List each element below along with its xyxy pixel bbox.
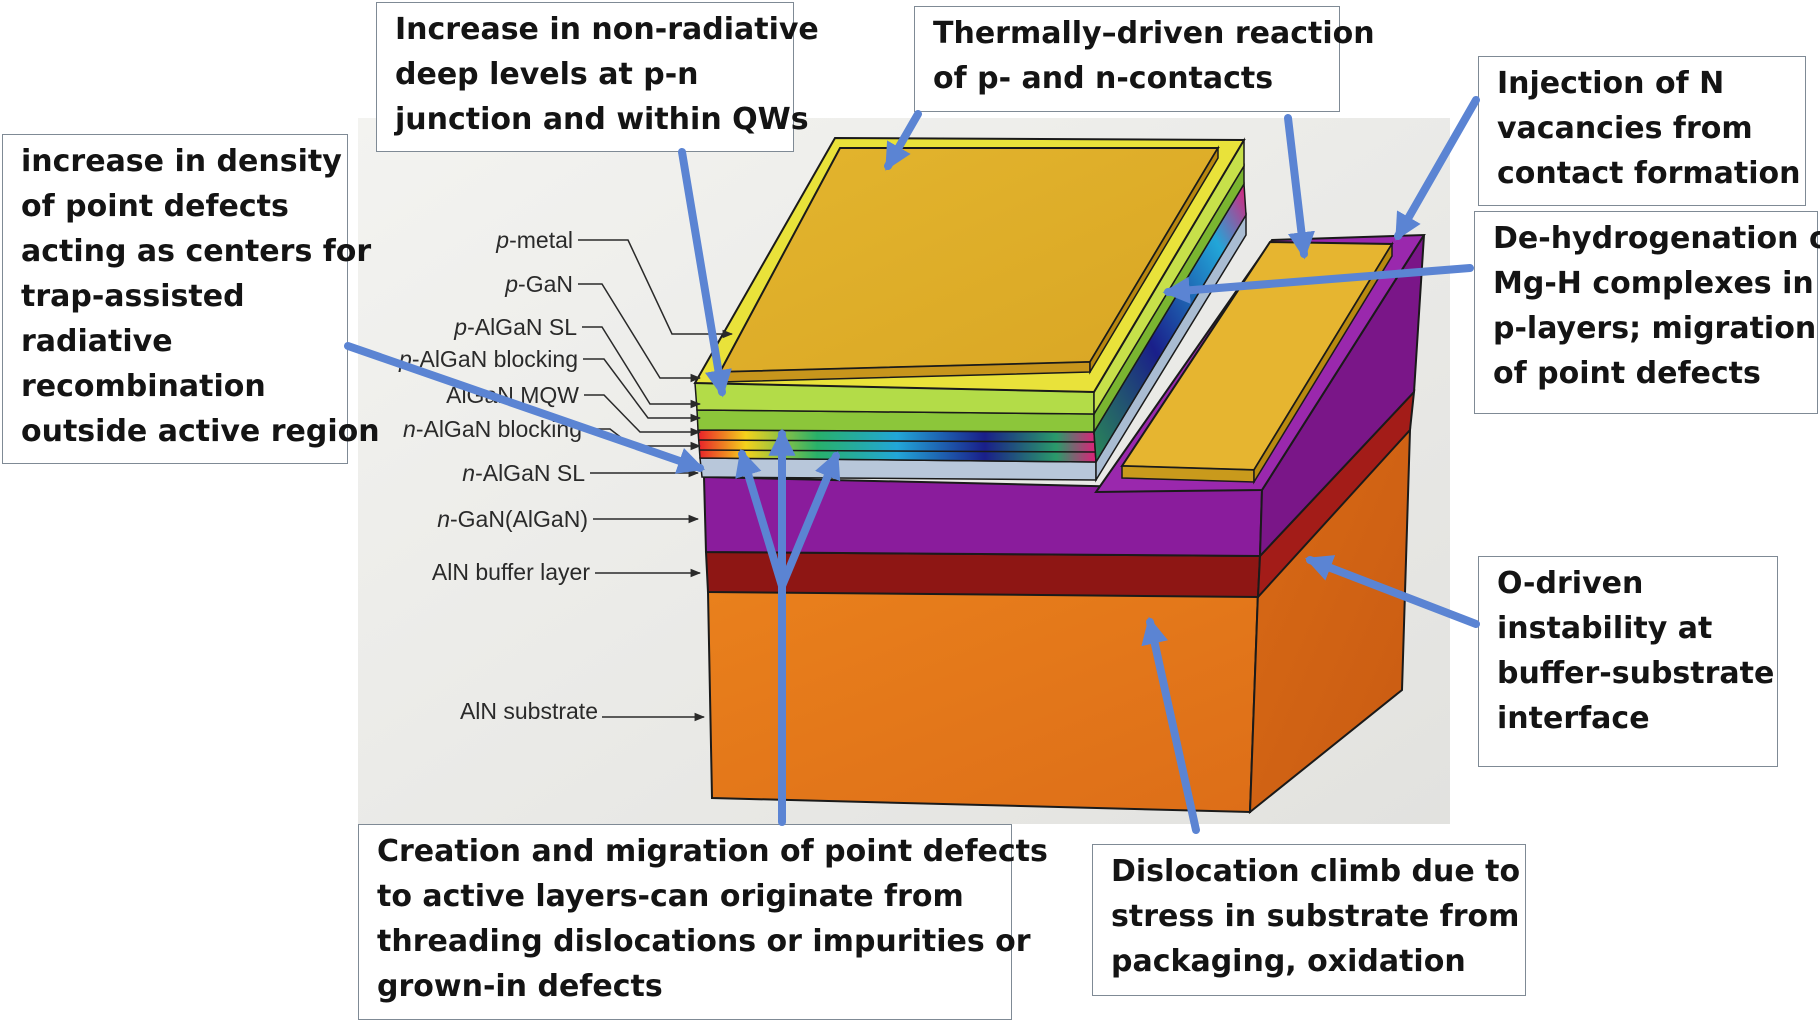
callout-line: radiative (21, 324, 173, 359)
callout-line: interface (1497, 701, 1650, 736)
callout-line: De-hydrogenation of (1493, 221, 1820, 256)
callout-line: trap-assisted (21, 279, 245, 314)
aln-substrate-front (706, 591, 1260, 814)
callout-line: of p- and n-contacts (933, 61, 1274, 96)
callout-line: grown-in defects (377, 969, 663, 1004)
callout-line: recombination (21, 369, 266, 404)
label-p-metal: p-metal (495, 227, 573, 253)
callout-creation-migration: Creation and migration of point defects … (358, 824, 1048, 1020)
label-n-gan-algan: n-GaN(AlGaN) (437, 506, 588, 532)
label-n-algan-sl: n-AlGaN SL (462, 460, 585, 486)
callout-dislocation-climb: Dislocation climb due to stress in subst… (1092, 844, 1526, 996)
callout-line: contact formation (1497, 156, 1801, 191)
label-aln-buffer: AlN buffer layer (432, 559, 590, 585)
callout-line: acting as centers for (21, 234, 372, 269)
callout-thermal-reaction: Thermally–driven reaction of p- and n-co… (914, 6, 1375, 112)
callout-line: of point defects (1493, 356, 1761, 391)
callout-line: to active layers-can originate from (377, 879, 964, 914)
callout-line: outside active region (21, 414, 380, 449)
callout-line: Mg-H complexes in (1493, 266, 1814, 301)
callout-line: instability at (1497, 611, 1713, 646)
label-algan-mqw: AlGaN MQW (446, 382, 579, 408)
label-p-algan-blocking: p-AlGaN blocking (398, 346, 578, 372)
callout-line: of point defects (21, 189, 289, 224)
callout-line: Dislocation climb due to (1111, 854, 1521, 889)
callout-line: Injection of N (1497, 66, 1725, 101)
callout-line: Thermally–driven reaction (933, 16, 1375, 51)
callout-deep-levels: Increase in non-radiative deep levels at… (376, 2, 819, 152)
label-aln-substrate: AlN substrate (460, 698, 598, 724)
callout-line: stress in substrate from (1111, 899, 1520, 934)
callout-dehydrogenation: De-hydrogenation of Mg-H complexes in p-… (1474, 211, 1820, 414)
callout-n-vacancies: Injection of N vacancies from contact fo… (1478, 56, 1806, 206)
callout-line: increase in density (21, 144, 342, 179)
callout-line: Increase in non-radiative (395, 12, 819, 47)
callout-line: Creation and migration of point defects (377, 834, 1048, 869)
label-p-algan-sl: p-AlGaN SL (453, 314, 577, 340)
callout-point-defects: increase in density of point defects act… (2, 134, 380, 464)
p-metal-side (1089, 145, 1219, 375)
callout-line: threading dislocations or impurities or (377, 924, 1031, 959)
mqw-front (697, 429, 1097, 463)
aln-buffer-front (704, 550, 1262, 599)
callout-line: packaging, oxidation (1111, 944, 1466, 979)
n-contact-side (1253, 241, 1393, 485)
mqw-line-1 (698, 439, 1096, 443)
callout-line: p-layers; migration (1493, 311, 1817, 346)
callout-line: buffer-substrate (1497, 656, 1775, 691)
callout-line: deep levels at p-n (395, 57, 699, 92)
callout-o-instability: O-driven instability at buffer-substrate… (1478, 556, 1778, 767)
label-n-algan-blocking: n-AlGaN blocking (403, 416, 582, 442)
label-p-gan: p-GaN (504, 271, 573, 297)
callout-line: O-driven (1497, 566, 1644, 601)
callout-line: junction and within QWs (395, 102, 809, 137)
callout-line: vacancies from (1497, 111, 1753, 146)
